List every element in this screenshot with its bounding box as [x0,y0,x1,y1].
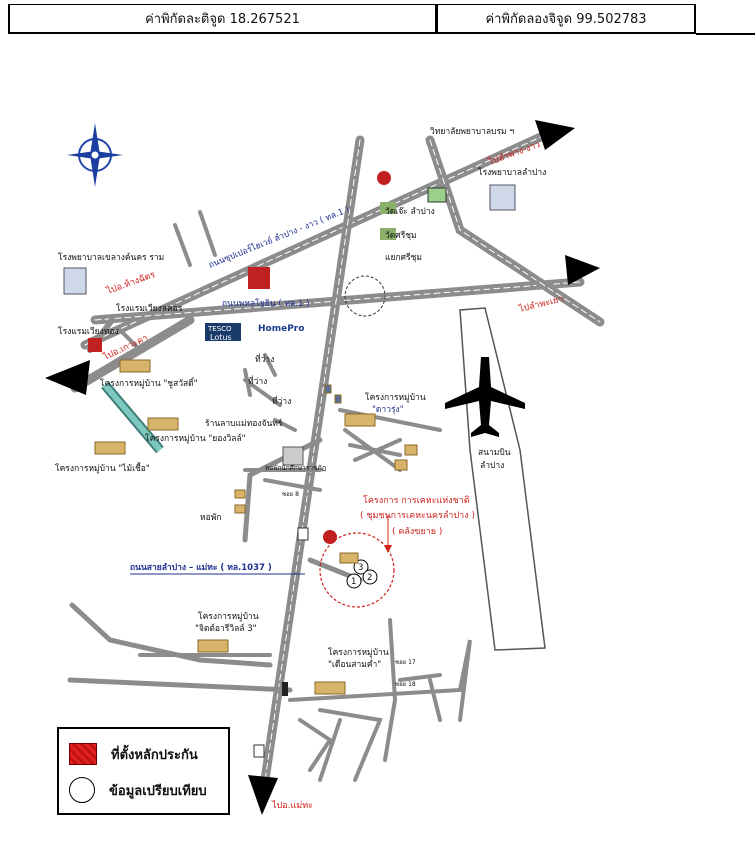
marker-2: 2 [367,573,372,583]
college-icon [427,187,447,203]
village-chitra-name: "จิตต์อารีวิลล์ 3" [195,623,257,634]
comparison-circle-icon [69,777,95,803]
tesco-top-label: TESCO [207,325,232,333]
road-network [67,130,605,805]
marker-1: 1 [351,577,356,587]
airport-outline [459,307,546,651]
to-lampang-east-label: ไปลำพะเยา [517,293,564,315]
marker-3: 3 [358,563,363,573]
soi-18-label: ซอย 18 [395,681,416,688]
tesco-bottom-label: Lotus [210,333,232,342]
project-sub-label: ( ชุมชนการเคหะนครลำปาง ) [360,510,475,521]
to-hangchat-label: ไปอ.ห้างฉัตร [104,269,156,297]
hotel-wiang-thong-label: โรงแรมเวียงทอง [58,326,119,337]
road-1037-label: ถนนสายลำปาง – แม่ทะ ( ทล.1037 ) [130,562,272,573]
vacant-label-2: ที่ว่าง [248,375,267,387]
fuel-station-icon [377,171,391,185]
legend-row-collateral: ที่ตั้งหลักประกัน [69,743,198,765]
hotel-icon [88,338,102,352]
village-houses [94,359,418,695]
village-chusawat-label: โครงการหมู่บ้าน "ชูสวัสดิ์" [100,377,198,389]
soi-17-label: ซอย 17 [395,659,416,666]
dorm-label: หอพัก [200,513,221,523]
school-icon [297,527,309,541]
to-maetha-label: ไปอ.แม่ทะ [271,800,313,811]
longitude-label: ค่าพิกัดลองจิจูด 99.502783 [485,12,647,27]
vacant-label-3: ที่ว่าง [272,395,291,407]
wat-chedi-label: วัดเจ๊ะ ลำปาง [385,206,435,217]
legend-comparison-label: ข้อมูลเปรียบเทียบ [109,783,207,799]
shop-maechan-label: ร้านลาบแม่ทองจันทร์ [205,418,283,429]
latitude-label: ค่าพิกัดละติจูด 18.267521 [10,5,438,32]
traffic-light-icon [282,682,288,696]
hospital-icon [489,184,516,211]
rd-8-label: ซอย 8 [282,491,299,498]
temple-icon [380,228,396,240]
pointer-arrowhead [384,545,392,553]
village-chitra-label: โครงการหมู่บ้าน [198,611,259,622]
shop-icon [282,446,304,466]
vacant-label-1: ที่ว่าง [255,353,274,365]
project-note-label: ( คลังขยาย ) [392,527,442,537]
village-daorung-name: "ดาวรุ่ง" [372,405,404,415]
header-rule [696,33,755,35]
airplane-icon [445,357,525,437]
hospital-icon [63,267,87,295]
village-maichue-label: โครงการหมู่บ้าน "ไม้เชื้อ" [55,462,150,474]
compass-icon [67,123,123,187]
building-icons [63,171,516,758]
school-icon [253,744,265,758]
project-title-label: โครงการ การเคหะแห่งชาติ [363,495,470,506]
village-daorung-label: โครงการหมู่บ้าน [365,392,426,403]
tesco-sign [205,323,241,341]
homepro-label: HomePro [258,324,304,334]
wat-sichum-label: วัดศรีชุม [385,230,417,241]
airport-label: สนามบิน [478,448,511,458]
map-legend: ที่ตั้งหลักประกัน ข้อมูลเปรียบเทียบ [57,727,230,815]
temple-icon [380,202,396,214]
coordinate-header: ค่าพิกัดละติจูด 18.267521 ค่าพิกัดลองจิจ… [8,4,696,34]
shopping-icon [248,267,270,289]
shops-area-label: หอพักนักศึกษาราชภัฏ [265,464,326,472]
direction-arrows [45,120,600,815]
project-circle [319,532,395,608]
village-yong-label: โครงการหมู่บ้าน "ยองวิลล์" [145,433,246,444]
legend-row-comparison: ข้อมูลเปรียบเทียบ [69,777,207,803]
intersection-circle [344,275,386,317]
hospital-khelang-label: โรงพยาบาลเขลางค์นคร ราม [58,252,164,263]
hotel-wiang-lakon-label: โรงแรมเวียงลคอร [116,303,183,314]
canal-fill [102,383,163,452]
hospital-lampang-label: โรงพยาบาลลำปาง [478,167,546,178]
legend-collateral-label: ที่ตั้งหลักประกัน [111,747,198,763]
college-label: วิทยาลัยพยาบาลบรม ฯ [430,127,515,137]
fuel-station-icon [323,530,337,544]
airport-label-2: ลำปาง [480,461,504,471]
comparison-markers [346,559,378,589]
village-duean-name: "เดือนสามค่ำ" [328,658,381,670]
collateral-swatch [69,743,97,765]
phahon-road-label: ถนนพหลโยธิน ( ทล.1 ) [222,298,309,309]
village-duean-label: โครงการหมู่บ้าน [328,647,389,658]
sichum-intersection-label: แยกศรีชุม [385,252,422,263]
